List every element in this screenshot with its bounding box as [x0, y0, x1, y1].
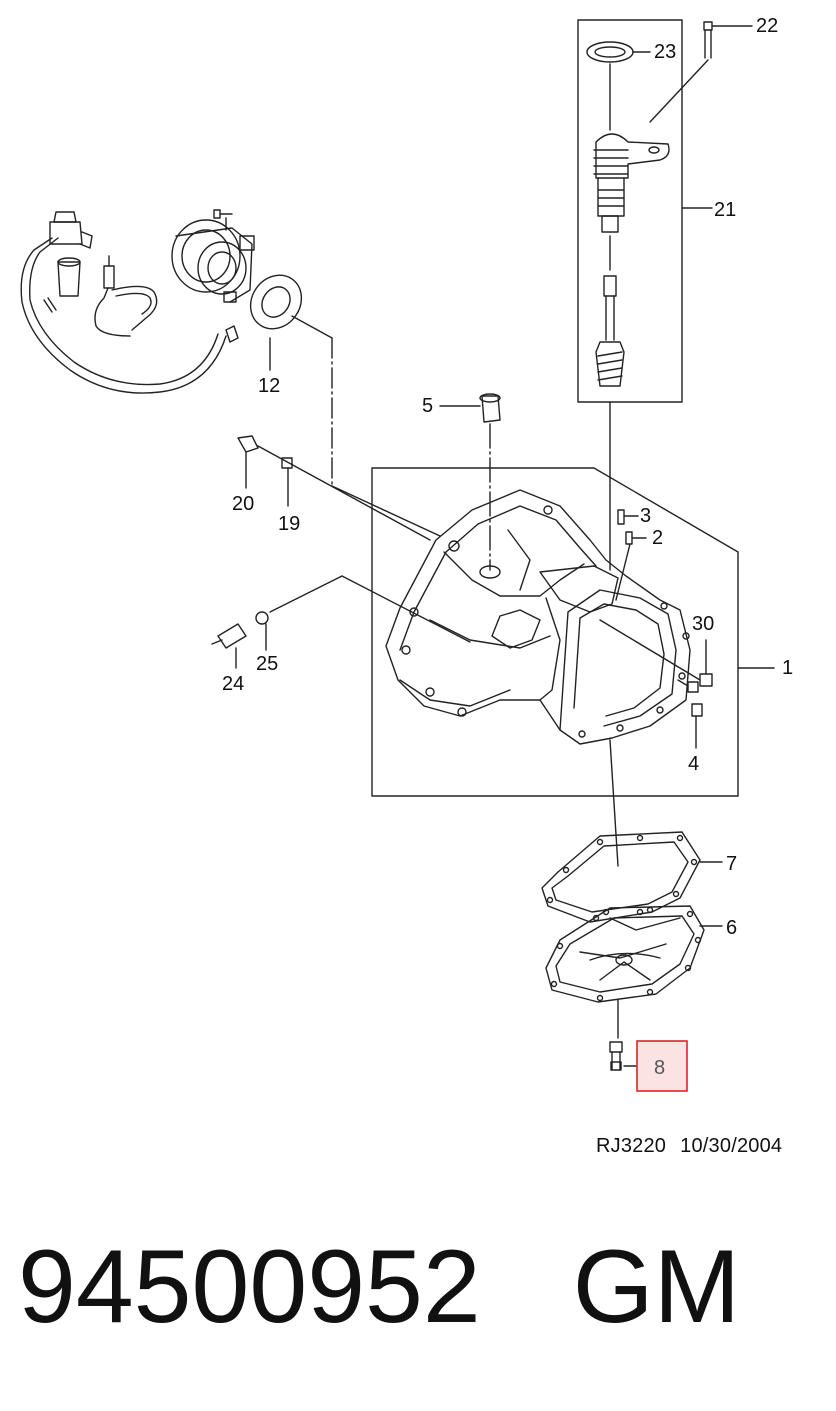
callout-3: 3: [640, 505, 651, 527]
callout-6: 6: [726, 917, 737, 939]
part-brand: GM: [572, 1229, 741, 1345]
callout-23: 23: [654, 41, 676, 63]
clutch-release-bearing-assembly: [20, 209, 441, 537]
breather-plug: [439, 393, 501, 571]
callout-12: 12: [258, 375, 280, 397]
speedometer-driven-gear: [586, 21, 753, 571]
callout-22: 22: [756, 15, 778, 37]
callout-2: 2: [652, 527, 663, 549]
callout-25: 25: [256, 653, 278, 675]
diagram-reference: RJ3220 10/30/2004: [596, 1135, 796, 1158]
callout-7: 7: [726, 853, 737, 875]
callout-1: 1: [782, 657, 793, 679]
callout-20: 20: [232, 493, 254, 515]
group-box-speedometer: [577, 19, 683, 403]
callout-24: 24: [222, 673, 244, 695]
callout-8: 8: [654, 1057, 665, 1079]
switch-and-spacer: [237, 435, 431, 541]
callout-30: 30: [692, 613, 714, 635]
callout-5: 5: [422, 395, 433, 417]
callout-19: 19: [278, 513, 300, 535]
sensor-and-washer: [211, 575, 471, 669]
oil-pan-gasket: [541, 831, 723, 923]
callout-21: 21: [714, 199, 736, 221]
part-number: 94500952: [18, 1229, 481, 1345]
oil-pan: [545, 905, 723, 1039]
oil-pan-bolt: [609, 1041, 641, 1071]
reference-code: RJ3220: [596, 1135, 667, 1157]
highlight-box-part-8: [636, 1040, 688, 1092]
reference-date: 10/30/2004: [680, 1135, 783, 1157]
transmission-case: [385, 489, 713, 867]
callout-4: 4: [688, 753, 699, 775]
group-box-transmission-case: [371, 467, 739, 797]
